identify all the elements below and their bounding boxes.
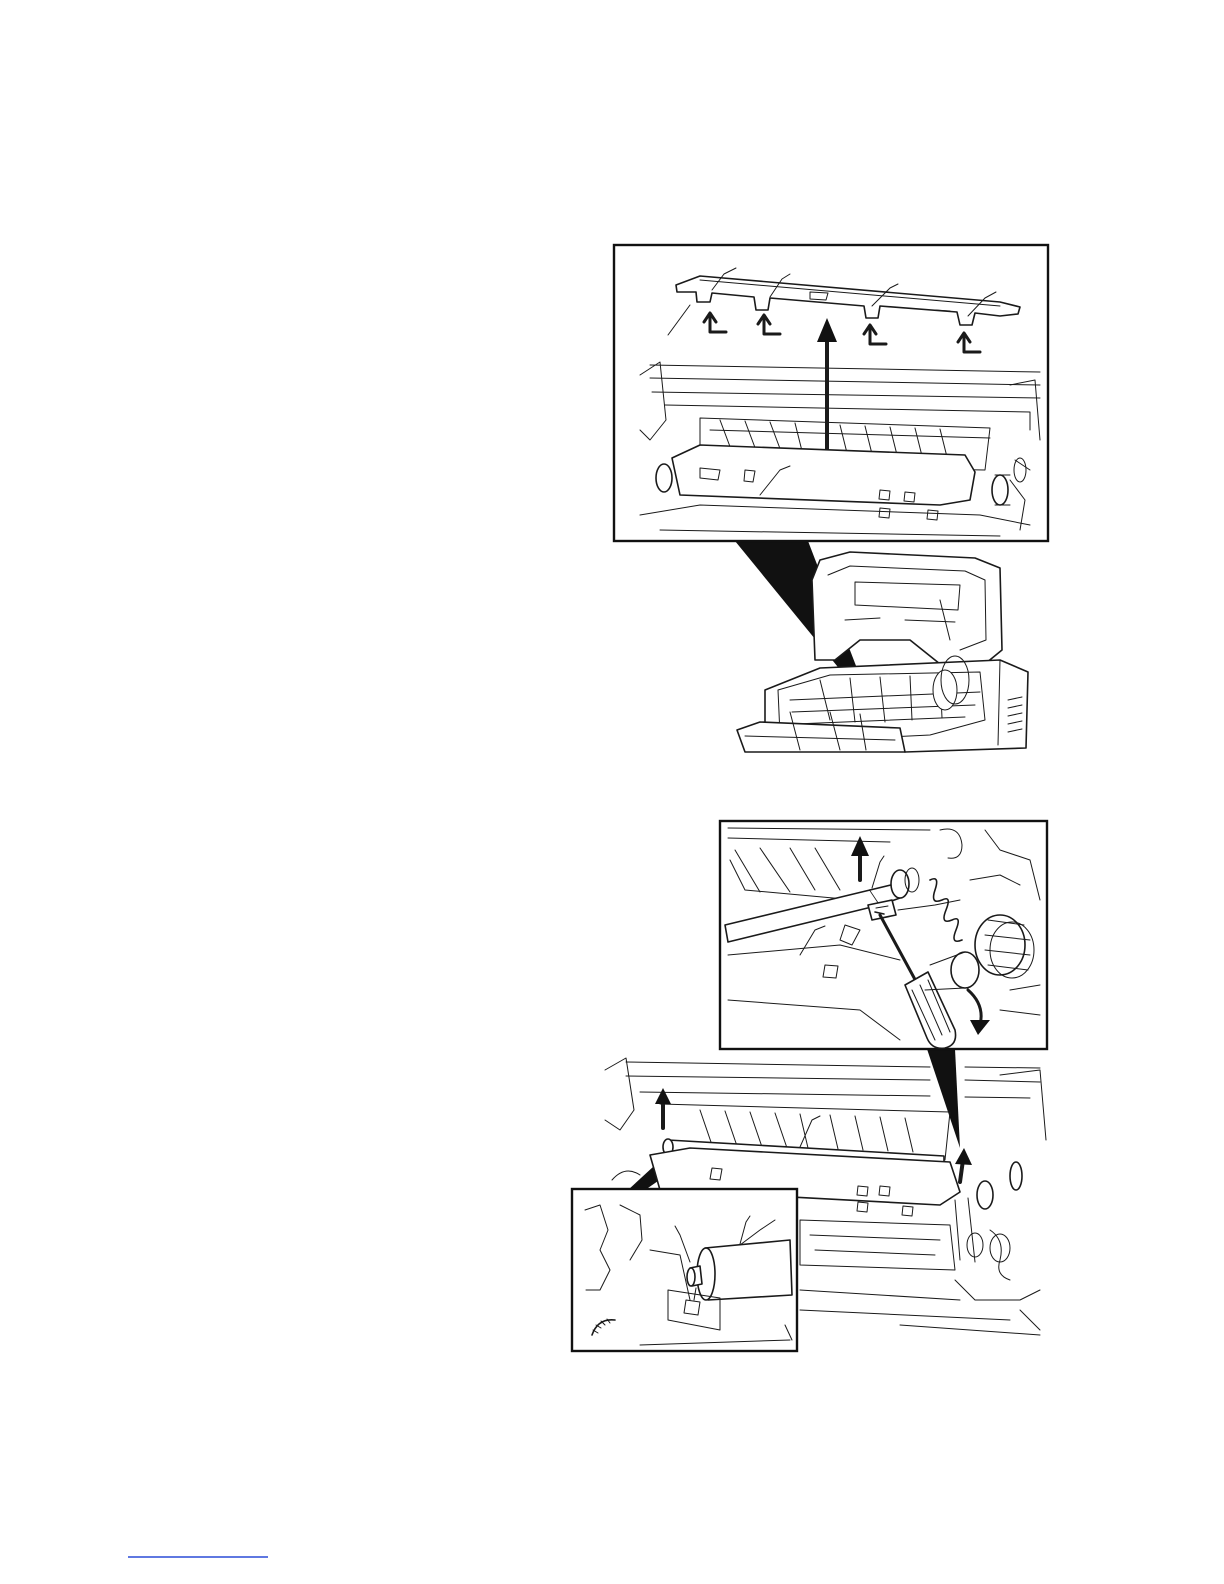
roller-left-end <box>705 1240 792 1300</box>
figure-2-callout-pointer-upper <box>927 1049 960 1148</box>
figure-2-inset-upper <box>720 821 1047 1049</box>
figure-2-inset-lower <box>572 1189 797 1351</box>
figure-1-printer-body <box>735 541 1028 752</box>
figure-1-inset <box>614 245 1048 541</box>
